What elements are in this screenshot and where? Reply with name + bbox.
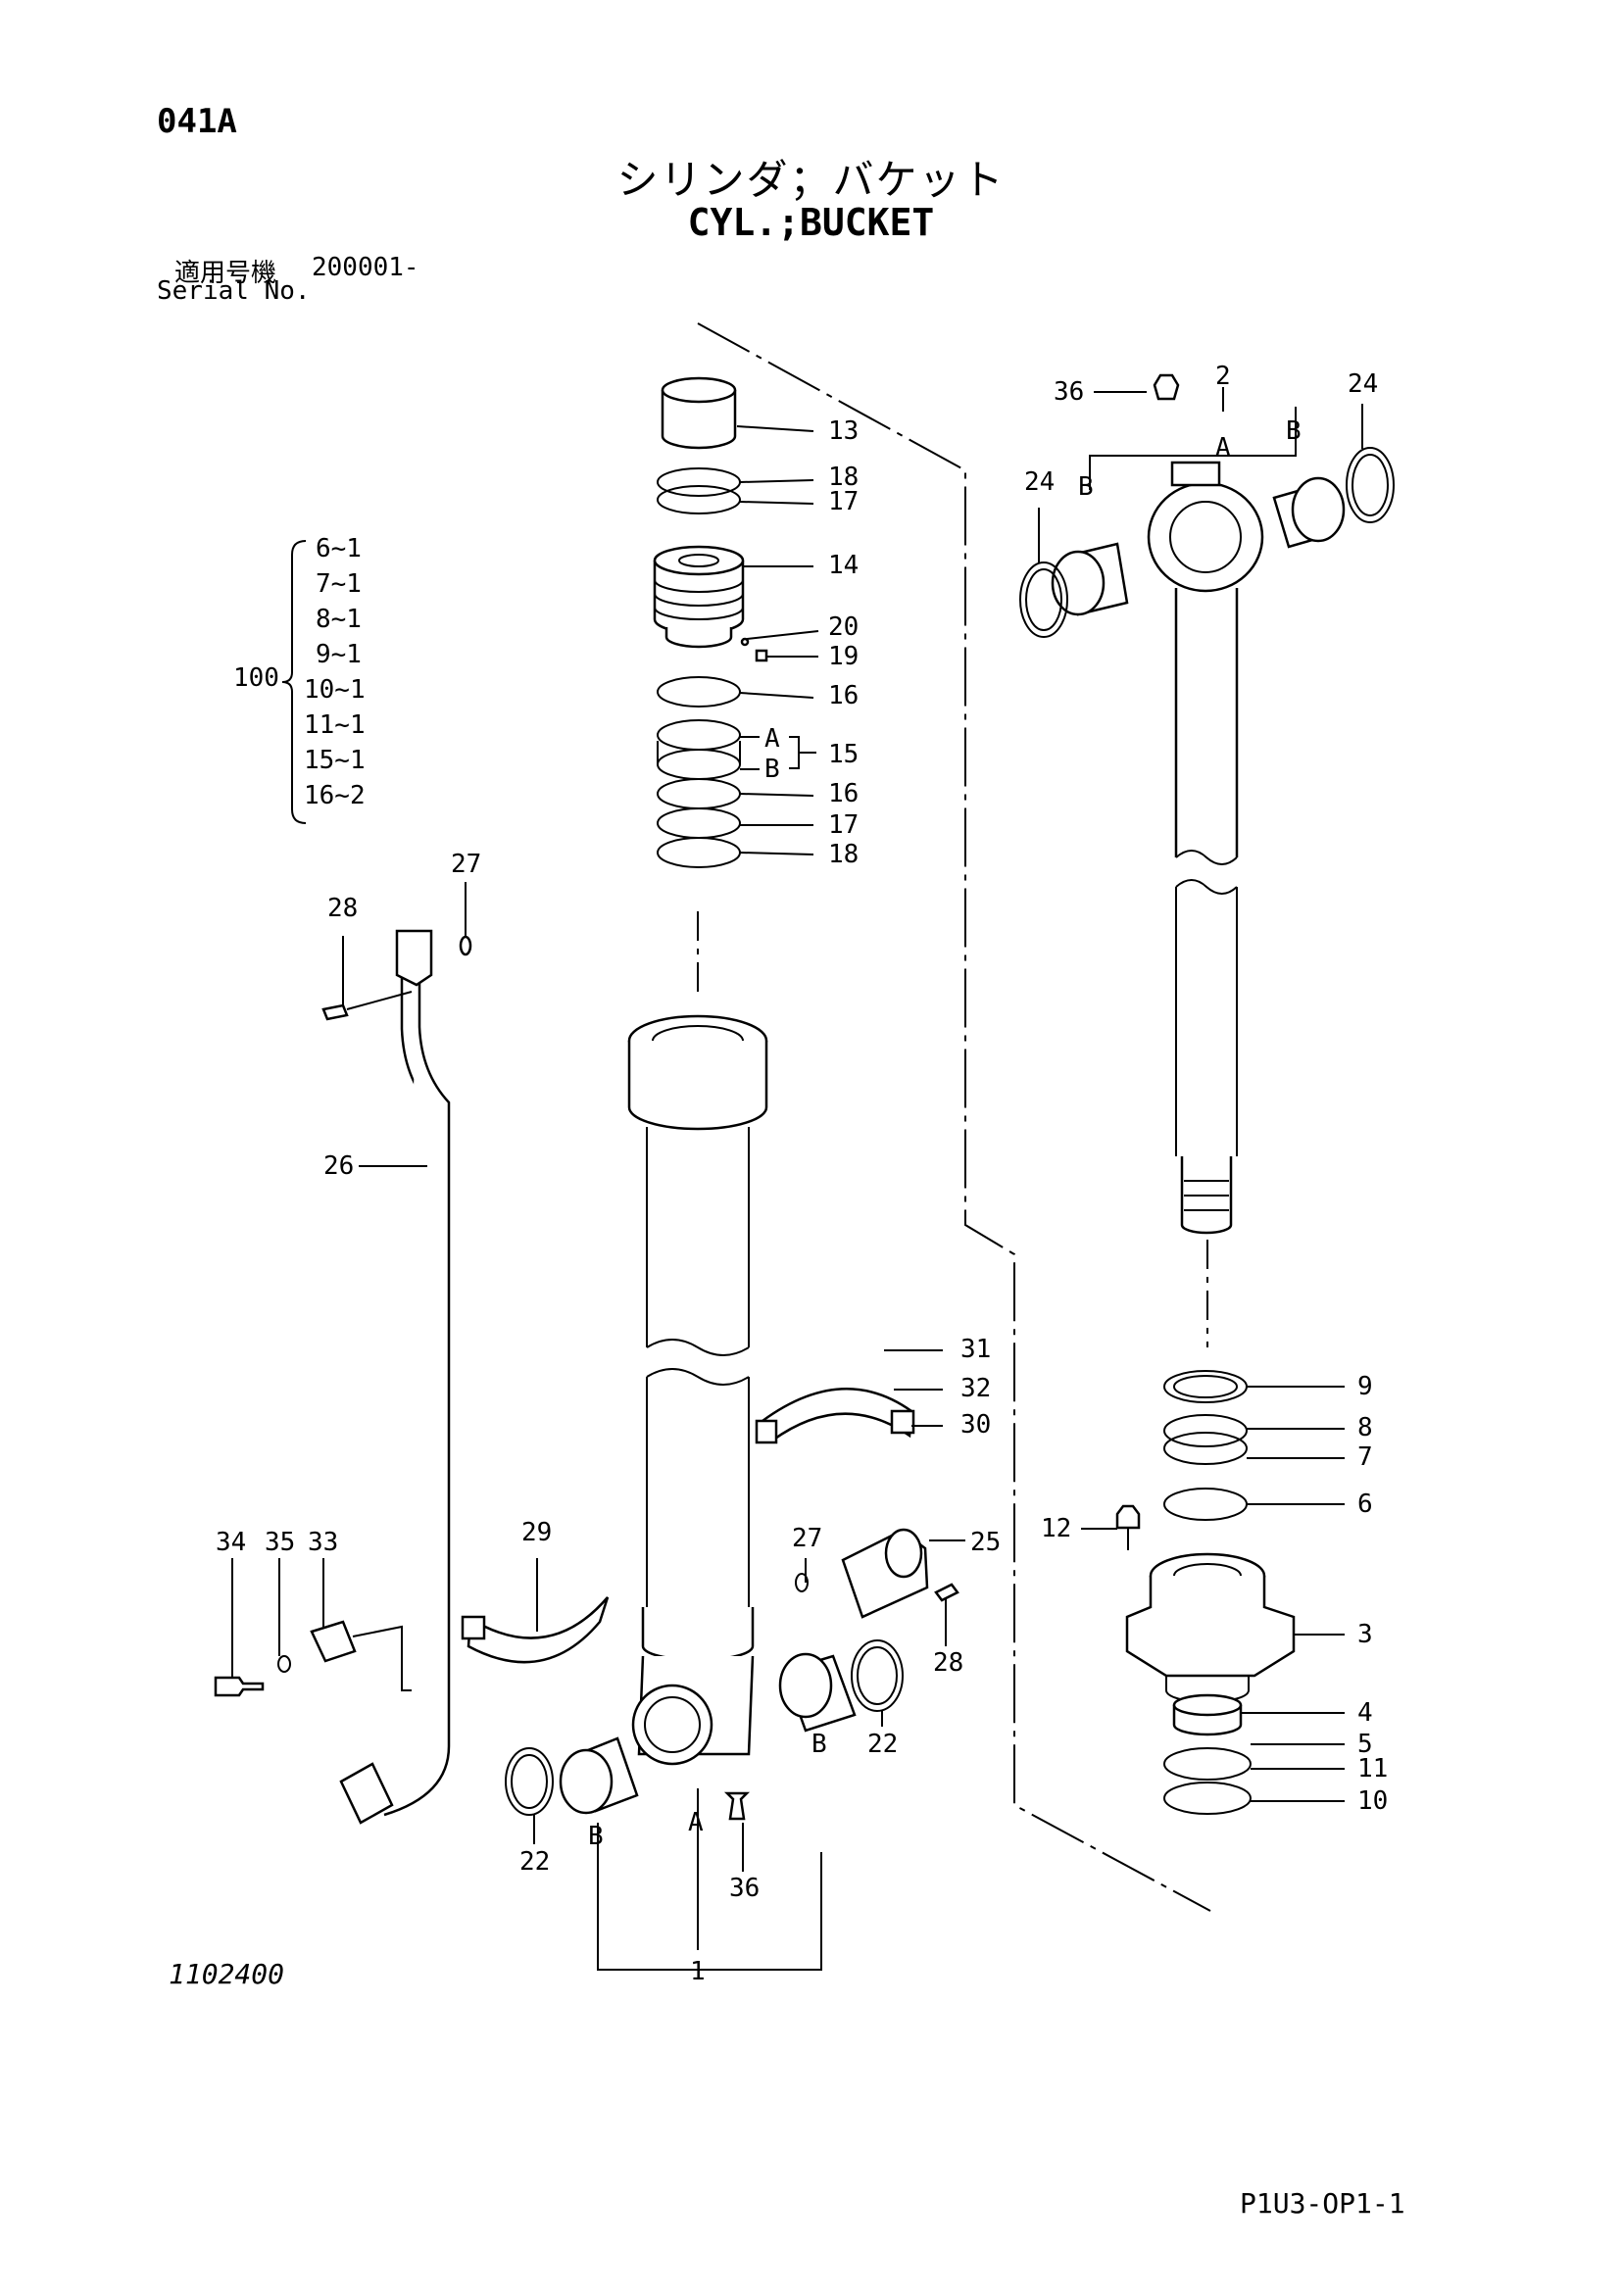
kit-item: 9~1 — [316, 640, 362, 669]
callout: 16 — [828, 681, 859, 710]
piston-rod — [1019, 373, 1395, 1235]
callout: B — [811, 1730, 827, 1759]
callout: 17 — [828, 487, 859, 516]
callout: 22 — [519, 1847, 550, 1877]
kit-item: 10~1 — [304, 675, 366, 705]
callout: 33 — [308, 1528, 338, 1557]
leader-lines — [231, 391, 1363, 1872]
callout: 7 — [1357, 1442, 1373, 1472]
callout: 22 — [867, 1730, 898, 1759]
callout: B — [1286, 416, 1302, 446]
callout: 13 — [828, 416, 859, 446]
callout: 8 — [1357, 1413, 1373, 1442]
callout: A — [1215, 433, 1231, 463]
callout: 34 — [216, 1528, 246, 1557]
callout: 12 — [1041, 1514, 1071, 1543]
callout: 18 — [828, 840, 859, 869]
callout: 3 — [1357, 1620, 1373, 1649]
callout: 14 — [828, 551, 859, 580]
kit-item: 7~1 — [316, 569, 362, 599]
callout: 11 — [1357, 1754, 1388, 1783]
callout: 2 — [1215, 362, 1231, 391]
callout: 10 — [1357, 1786, 1388, 1816]
callout: 5 — [1357, 1730, 1373, 1759]
callout: 27 — [792, 1524, 822, 1553]
serial-label-japanese: 適用号機 — [174, 259, 277, 288]
callout: 18 — [828, 463, 859, 492]
sheet-code: P1U3-OP1-1 — [1240, 2187, 1405, 2220]
callout: 26 — [323, 1151, 354, 1181]
callout: 28 — [933, 1648, 963, 1678]
piston-seal-stack — [653, 376, 768, 868]
callout: 20 — [828, 612, 859, 642]
callout: B — [1078, 472, 1094, 502]
drawing-number: 1102400 — [169, 1958, 285, 1990]
callout: 29 — [521, 1518, 552, 1547]
callout-labels: 13 18 17 14 20 19 16 15 A B 16 17 18 36 … — [216, 362, 1388, 1986]
page-code: 041A — [157, 102, 237, 141]
page-title-english: CYL.;BUCKET — [687, 201, 935, 244]
clamps — [214, 1388, 915, 1697]
callout: 36 — [729, 1874, 760, 1903]
callout: 6 — [1357, 1490, 1373, 1519]
callout: 30 — [960, 1410, 991, 1440]
kit-item: 11~1 — [304, 710, 366, 740]
callout: B — [588, 1822, 604, 1851]
callout: 27 — [451, 850, 481, 879]
kit-number: 100 — [233, 663, 279, 693]
callout: 15 — [828, 740, 859, 769]
callout: 31 — [960, 1335, 991, 1364]
serial-label-english: Serial No. — [157, 276, 311, 306]
callout: 24 — [1348, 369, 1378, 399]
callout: 24 — [1024, 467, 1055, 497]
callout: 25 — [970, 1528, 1001, 1557]
pipe-assembly — [321, 929, 472, 1825]
callout: 1 — [690, 1957, 706, 1986]
kit-item: 15~1 — [304, 746, 366, 775]
callout: 16 — [828, 779, 859, 808]
callout: 9 — [1357, 1372, 1373, 1401]
callout: 4 — [1357, 1698, 1373, 1728]
cylinder-tube — [627, 1014, 768, 1950]
page-title-japanese: シリンダ；バケット — [616, 156, 1006, 204]
callout: 17 — [828, 810, 859, 840]
callout: A — [764, 724, 780, 754]
kit-item: 6~1 — [316, 534, 362, 563]
serial-number: 200001- — [312, 253, 419, 282]
kit-item: 8~1 — [316, 605, 362, 634]
kit-100-group: 100 6~1 7~1 8~1 9~1 10~1 11~1 15~1 16~2 — [233, 534, 366, 824]
callout: 36 — [1054, 377, 1084, 407]
left-bushings — [505, 1639, 904, 1971]
callout: B — [764, 755, 780, 784]
callout: 28 — [327, 894, 358, 923]
cylinder-head — [1115, 1370, 1296, 1815]
fitting-25 — [795, 1528, 959, 1619]
callout: 19 — [828, 642, 859, 671]
kit-item: 16~2 — [304, 781, 366, 810]
callout: 35 — [265, 1528, 295, 1557]
callout: A — [688, 1808, 704, 1837]
assembly-guide-lines — [697, 322, 1211, 1912]
callout: 32 — [960, 1374, 991, 1403]
